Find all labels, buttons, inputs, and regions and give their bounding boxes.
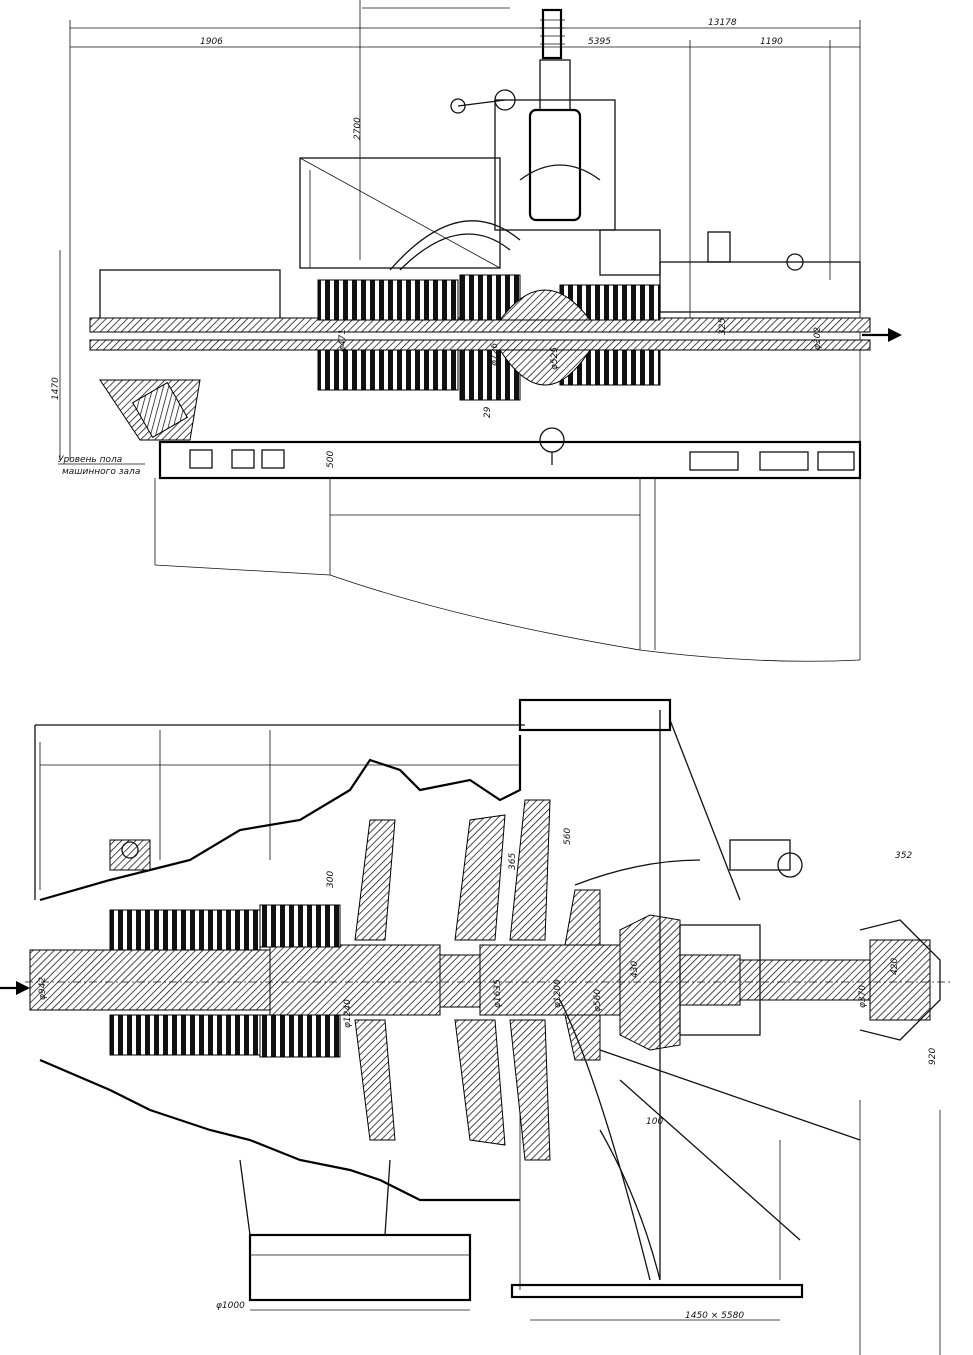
lower-inlet-arrow [0, 981, 30, 995]
dim-920: 920 [928, 1048, 938, 1065]
dim-560-diameter: φ560 [593, 989, 603, 1012]
dim-right-span: 1190 [760, 37, 783, 47]
floor-label-line-2: машинного зала [62, 467, 140, 477]
lower-view: φ1000 1450 × 5580 560 365 300 φ1635 φ120… [0, 698, 950, 1355]
dim-mid-diameter: φ471 [338, 329, 348, 352]
upper-view: 13178 1906 5395 1190 2700 1470 [51, 0, 902, 662]
dim-overall-length: 13178 [708, 18, 737, 28]
dim-100: 100 [646, 1117, 663, 1127]
lower-casing [39, 735, 522, 1202]
dim-vertical-left: 2700 [353, 117, 363, 140]
dim-center-diameter: φ726 [490, 343, 500, 366]
dim-420: 420 [890, 958, 900, 975]
exhaust-pipe [239, 1159, 472, 1311]
dim-1200-diameter: φ1200 [553, 979, 563, 1008]
dim-rotor-diameter: φ525 [550, 347, 560, 370]
upper-rotor [89, 274, 871, 465]
dim-430: 430 [630, 961, 640, 978]
dim-bottom-2: 29 [483, 406, 493, 418]
dim-1240-diameter: φ1240 [343, 999, 353, 1028]
dim-shaft-diameter: φ302 [813, 327, 823, 350]
upper-output-arrow [862, 328, 902, 342]
dim-942-diameter: φ942 [38, 977, 48, 1000]
exhaust-hood [559, 710, 861, 1281]
dim-exhaust-diameter: φ1000 [216, 1301, 245, 1311]
dim-365: 365 [508, 853, 518, 870]
dim-height-left: 1470 [51, 377, 61, 400]
dim-1635-diameter: φ1635 [493, 979, 503, 1008]
dim-560: 560 [563, 828, 573, 845]
floor-label-line-1: Уровень пола [58, 455, 122, 465]
upper-foundation [154, 440, 862, 662]
dim-small-shaft: 325 [718, 318, 728, 335]
dim-left-span: 1906 [200, 37, 223, 47]
dim-370-diameter: φ370 [858, 985, 868, 1008]
dim-exhaust-size: 1450 × 5580 [685, 1311, 744, 1321]
dim-middle-span: 5395 [588, 37, 611, 47]
dim-300: 300 [326, 871, 336, 888]
dim-bottom-1: 500 [326, 451, 336, 468]
lower-rotor [29, 799, 941, 1161]
upper-casing [99, 8, 861, 331]
lower-frame [34, 698, 941, 1355]
dim-352: 352 [895, 851, 912, 861]
